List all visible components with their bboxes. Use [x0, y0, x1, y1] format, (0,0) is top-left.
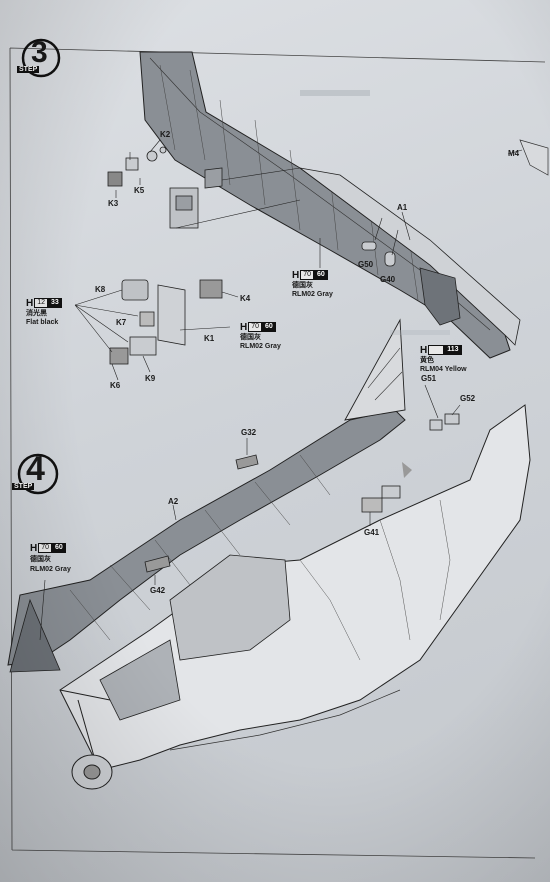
part-g50: G50 [358, 260, 374, 269]
paint-callout-step4-gray: H 70 60 [30, 543, 66, 554]
step-4-number: 4 [26, 450, 45, 488]
leader-lines-step4 [39, 384, 461, 641]
lower-wing [7, 318, 406, 673]
paint-k1-gray-cn: 德国灰 [240, 334, 261, 341]
part-k4: K4 [240, 294, 251, 303]
fuselage [59, 404, 531, 771]
step4-small-parts [144, 413, 460, 573]
step3-small-parts [107, 146, 396, 365]
part-a1: A1 [397, 203, 408, 212]
part-g52: G52 [460, 394, 476, 403]
part-g51: G51 [421, 374, 437, 383]
part-k8: K8 [95, 285, 106, 294]
part-g32: G32 [241, 428, 257, 437]
step-3-label: STEP [17, 66, 40, 73]
part-k6: K6 [110, 381, 121, 390]
step-4-badge: 4 STEP [12, 450, 60, 500]
paint-callout-wing-gray: H 70 60 [292, 270, 328, 281]
part-g41: G41 [364, 528, 380, 537]
upper-wing [139, 51, 549, 359]
paint-flat-black-en: Flat black [26, 319, 59, 326]
part-k9: K9 [145, 374, 156, 383]
paint-yellow-en: RLM04 Yellow [420, 366, 467, 373]
step-3-number: 3 [31, 36, 48, 69]
paint-callout-k1-gray: H 70 60 [240, 322, 276, 333]
part-k5: K5 [134, 186, 145, 195]
step-3-badge: 3 STEP [17, 36, 61, 80]
paint-yellow-cn: 黄色 [420, 357, 434, 364]
paint-k1-gray-en: RLM02 Gray [240, 343, 281, 350]
paint-wing-gray-cn: 德国灰 [292, 282, 313, 289]
paint-callout-yellow: H 113 [420, 345, 462, 356]
paint-step4-gray-en: RLM02 Gray [30, 566, 71, 573]
paint-flat-black-cn: 消光黑 [26, 310, 47, 317]
part-g42: G42 [150, 586, 166, 595]
part-k2: K2 [160, 130, 171, 139]
part-g40: G40 [380, 275, 396, 284]
step-4-label: STEP [12, 483, 35, 490]
landing-gear [59, 689, 113, 790]
paint-wing-gray-en: RLM02 Gray [292, 291, 333, 298]
paint-callout-flat-black: H 12 33 [26, 298, 62, 309]
part-k1: K1 [204, 334, 215, 343]
part-k7: K7 [116, 318, 127, 327]
paint-step4-gray-cn: 德国灰 [30, 556, 51, 563]
part-a2: A2 [168, 497, 179, 506]
leader-lines-step3 [74, 139, 523, 381]
part-m4: M4 [508, 149, 520, 158]
part-k3: K3 [108, 199, 119, 208]
background-print-shadow [300, 90, 450, 335]
page-frame [9, 47, 546, 859]
